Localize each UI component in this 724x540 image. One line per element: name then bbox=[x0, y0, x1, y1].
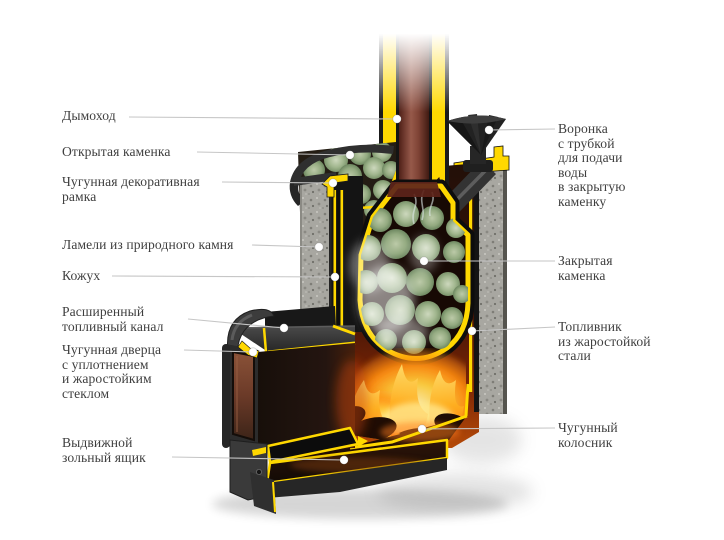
callout-dot-cast-iron-door bbox=[248, 347, 258, 357]
leader-line-open-kamenka bbox=[196, 151, 351, 156]
callout-dot-firebox bbox=[467, 326, 477, 336]
callout-dots bbox=[248, 114, 494, 465]
fuel-channel-interior bbox=[258, 343, 355, 452]
callout-dot-stone-lamellas bbox=[314, 242, 324, 252]
label-casing: Кожух bbox=[62, 268, 101, 283]
label-open-kamenka: Открытая каменка bbox=[62, 144, 171, 159]
front-foot bbox=[229, 439, 276, 514]
door-glass bbox=[232, 350, 255, 442]
label-stone-lamellas: Ламели из природного камня bbox=[62, 237, 234, 252]
callout-dot-water-funnel bbox=[484, 125, 494, 135]
label-water-funnel: Воронка с трубкой для подачи воды в закр… bbox=[558, 121, 626, 209]
leader-line-ash-box bbox=[171, 456, 345, 461]
label-firebox: Топливник из жаростойкой стали bbox=[558, 319, 651, 364]
callout-dot-ash-box bbox=[339, 455, 349, 465]
callout-dot-decorative-frame bbox=[328, 178, 338, 188]
label-ash-box: Выдвижной зольный ящик bbox=[62, 435, 146, 465]
leader-line-firebox bbox=[471, 326, 556, 332]
leader-line-cast-iron-grate bbox=[421, 427, 556, 430]
leader-line-fuel-channel bbox=[187, 318, 285, 329]
leader-line-stone-lamellas bbox=[251, 244, 320, 248]
callout-dot-casing bbox=[330, 272, 340, 282]
callout-dot-fuel-channel bbox=[279, 323, 289, 333]
label-cast-iron-door: Чугунная дверца с уплотнением и жаростой… bbox=[62, 342, 162, 401]
steam bbox=[350, 189, 438, 348]
callout-dot-closed-kamenka bbox=[419, 256, 429, 266]
door-handle bbox=[255, 468, 262, 475]
label-decorative-frame: Чугунная декоративная рамка bbox=[62, 174, 200, 204]
label-fuel-channel: Расширенный топливный канал bbox=[62, 304, 164, 334]
label-chimney: Дымоход bbox=[62, 108, 116, 123]
leader-line-water-funnel bbox=[488, 128, 556, 131]
leader-line-cast-iron-door bbox=[183, 349, 254, 353]
casing-lining bbox=[333, 190, 344, 326]
ash-box-graphic bbox=[265, 426, 449, 498]
callout-dot-cast-iron-grate bbox=[417, 424, 427, 434]
leader-line-casing bbox=[111, 275, 336, 278]
cast-iron-door-graphic bbox=[222, 340, 260, 452]
chimney-fade bbox=[372, 0, 456, 112]
leader-line-chimney bbox=[128, 116, 398, 120]
leader-line-decorative-frame bbox=[221, 181, 334, 184]
callout-dot-chimney bbox=[392, 114, 402, 124]
label-closed-kamenka: Закрытая каменка bbox=[558, 253, 613, 283]
stove-base bbox=[267, 458, 447, 498]
leader-lines bbox=[111, 116, 556, 461]
label-cast-iron-grate: Чугунный колосник bbox=[558, 420, 618, 450]
callout-dot-open-kamenka bbox=[345, 150, 355, 160]
